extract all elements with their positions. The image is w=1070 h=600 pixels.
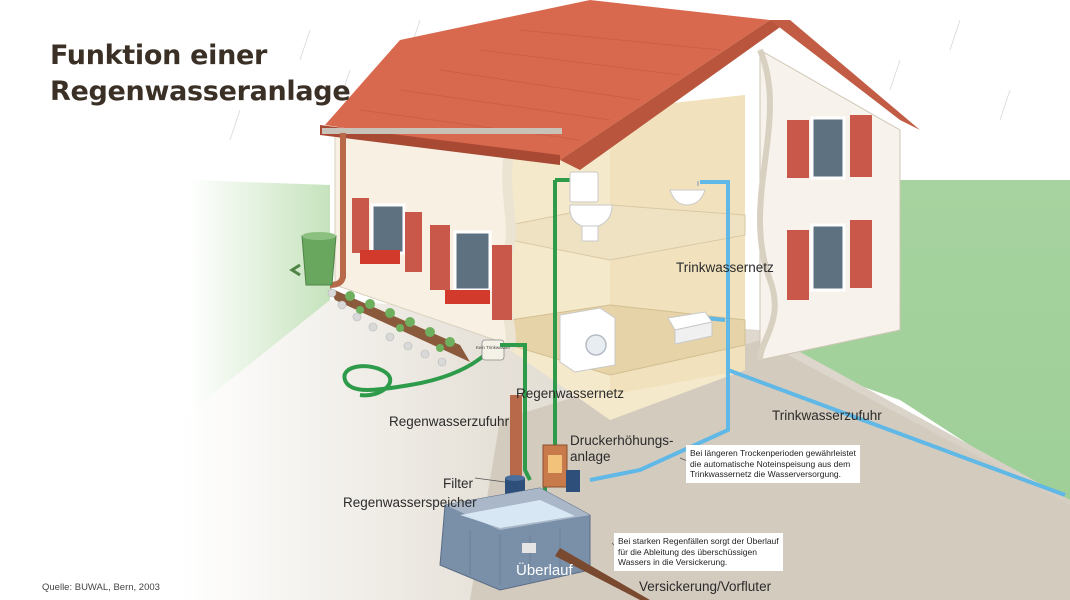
- laundry-sink: [667, 311, 713, 345]
- label-regenwassernetz: Regenwassernetz: [516, 386, 625, 401]
- title-line-2: Regenwasseranlage: [50, 76, 351, 107]
- rainwater-inflow-pipe: [510, 395, 522, 485]
- note-regenfaelle-line-3: Wassers in die Versickerung.: [618, 557, 728, 567]
- front-windows: [352, 198, 512, 320]
- label-trinkwassernetz: Trinkwassernetz: [676, 260, 774, 275]
- note-regenfaelle: Bei starken Regenfällen sorgt der Überla…: [614, 533, 783, 571]
- rain: [229, 19, 1011, 161]
- label-ueberlauf: Überlauf: [516, 562, 573, 579]
- toilet: [569, 171, 613, 242]
- note-trockenperioden-line-2: die automatische Noteinspeisung aus dem: [690, 458, 851, 469]
- outdoor-tap-sign: Kein Trinkwasser: [476, 339, 511, 361]
- rain-barrel: [289, 232, 337, 286]
- roof: [320, 0, 920, 170]
- garden-hose: [342, 348, 492, 398]
- note-regenfaelle-line-2: für die Ableitung des überschüssigen: [618, 546, 757, 557]
- washing-machine: [559, 307, 616, 373]
- pressure-booster: [542, 444, 580, 492]
- storage-tank: [439, 487, 591, 591]
- label-filter: Filter: [443, 476, 473, 491]
- label-trinkwasserzufuhr: Trinkwasserzufuhr: [772, 408, 882, 423]
- label-regenwasserzufuhr: Regenwasserzufuhr: [389, 414, 510, 429]
- label-druckerhoehung-line-1: Druckerhöhungs-: [570, 433, 674, 448]
- label-regenwasserspeicher: Regenwasserspeicher: [343, 495, 477, 510]
- overflow-pipe: [522, 543, 650, 600]
- tap-sign-text: Kein Trinkwasser: [476, 345, 511, 350]
- label-druckerhoehung-line-2: anlage: [570, 449, 611, 464]
- garden-bed: [327, 288, 470, 367]
- title-line-1: Funktion einer: [50, 40, 268, 71]
- note-trockenperioden: Bei längeren Trockenperioden gewährleist…: [686, 445, 860, 483]
- label-versickerung: Versickerung/Vorfluter: [639, 579, 772, 594]
- source-credit: Quelle: BUWAL, Bern, 2003: [42, 582, 160, 593]
- gable-windows: [787, 115, 872, 300]
- label-druckerhoehungsanlage: Druckerhöhungs- anlage: [570, 433, 674, 465]
- note-trockenperioden-line-1: Bei längeren Trockenperioden gewährleist…: [690, 448, 856, 458]
- sink-upstairs: [669, 181, 706, 206]
- note-trockenperioden-line-3: Trinkwassernetz die Wasserversorgung.: [690, 469, 842, 479]
- note-regenfaelle-line-1: Bei starken Regenfällen sorgt der Überla…: [618, 536, 779, 546]
- page-title: Funktion einer Regenwasseranlage: [50, 38, 351, 110]
